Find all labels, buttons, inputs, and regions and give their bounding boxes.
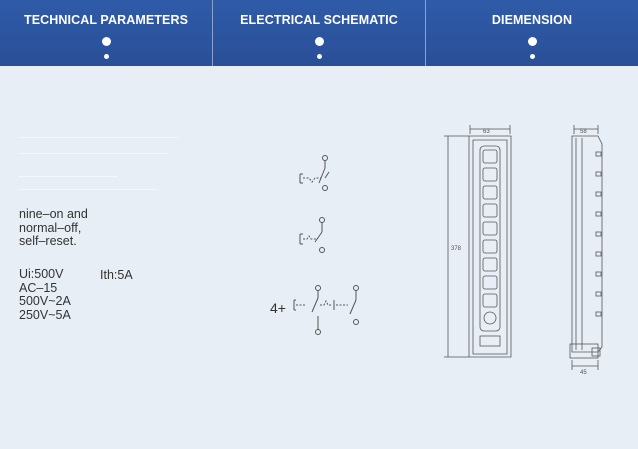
rating-250v: 250V~5A <box>19 307 71 322</box>
tab-indicator-dot <box>528 37 537 46</box>
schematic-symbol-no-nc <box>299 155 330 191</box>
rating-500v: 500V~2A <box>19 294 71 308</box>
dimension-depth: 45 <box>580 370 587 376</box>
utilization-category: AC–15 <box>19 280 58 295</box>
side-view-tab <box>595 231 602 237</box>
tab-indicator-dot <box>102 37 111 46</box>
dimension-button-square <box>482 185 498 200</box>
dimension-button-square <box>482 257 498 272</box>
electrical-ratings: Ui:500V AC–15 500V~2A 250V~5A <box>19 267 71 322</box>
tab-label: ELECTRICAL SCHEMATIC <box>240 13 398 27</box>
dimension-button-square <box>482 239 498 254</box>
tab-indicator-dot-small <box>104 54 109 59</box>
dimension-button-square <box>482 275 498 290</box>
dimension-button-square <box>482 167 498 182</box>
tab-label: DIEMENSION <box>491 13 573 27</box>
side-view-tab <box>595 251 602 257</box>
description-line: self–reset. <box>19 234 77 248</box>
side-view-tab <box>595 291 602 297</box>
tab-dimension[interactable]: DIEMENSION <box>426 0 638 66</box>
tab-indicator-dot-small <box>530 54 535 59</box>
side-view-tab <box>595 171 602 177</box>
tab-bar: TECHNICAL PARAMETERS ELECTRICAL SCHEMATI… <box>0 0 638 66</box>
tab-technical-parameters[interactable]: TECHNICAL PARAMETERS <box>0 0 213 66</box>
dimension-width-front: 63 <box>483 129 490 135</box>
decorative-line <box>18 176 118 177</box>
description-line: normal–off, <box>19 220 82 235</box>
schematic-multiplier: 4+ <box>270 300 286 316</box>
side-view-tab <box>595 311 602 317</box>
side-view-tab <box>595 211 602 217</box>
tab-indicator-dot-small <box>317 54 322 59</box>
product-description: nine–on and normal–off, self–reset. <box>19 207 209 249</box>
description-line: nine–on and <box>19 207 88 221</box>
dimension-height: 378 <box>451 246 462 252</box>
side-view-tab <box>595 151 602 157</box>
decorative-line <box>18 137 178 138</box>
rated-voltage: Ui:500V <box>19 267 64 281</box>
tab-indicator-dot <box>315 37 324 46</box>
decorative-line <box>18 153 168 154</box>
dimension-drawing: 63 58 378 45 <box>444 125 603 376</box>
thermal-current: Ith:5A <box>100 268 133 282</box>
dimension-button-round <box>483 311 497 325</box>
schematic-symbol-no <box>299 217 325 253</box>
schematic-symbol-4-plus: 4+ <box>270 285 359 335</box>
side-view-tab <box>595 191 602 197</box>
decorative-line <box>18 189 158 190</box>
dimension-width-side: 58 <box>580 129 587 135</box>
dimension-button-square <box>482 293 498 308</box>
tab-electrical-schematic[interactable]: ELECTRICAL SCHEMATIC <box>213 0 426 66</box>
tab-label: TECHNICAL PARAMETERS <box>23 13 189 27</box>
side-view-tab <box>595 271 602 277</box>
dimension-button-square <box>482 221 498 236</box>
dimension-button-square <box>482 149 498 164</box>
dimension-button-square <box>482 203 498 218</box>
